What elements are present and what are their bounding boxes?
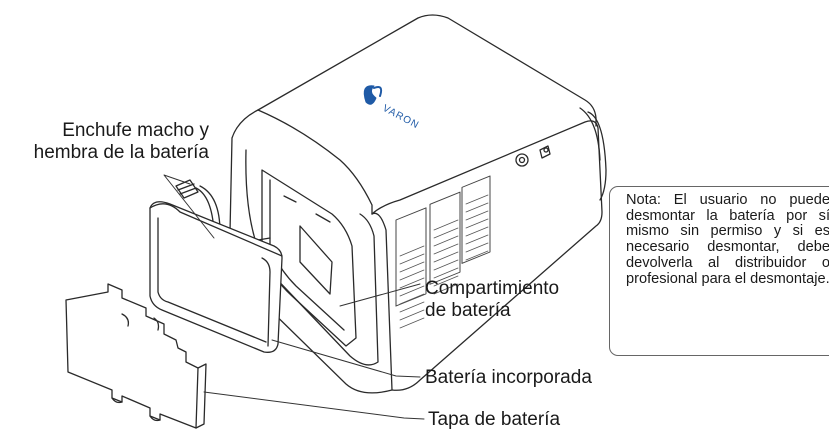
connector-label: Enchufe macho y hembra de la batería [0, 120, 209, 164]
compartment-label-line2: de batería [425, 300, 511, 321]
leader-compartment [339, 283, 421, 307]
leader-cover [203, 391, 425, 420]
device-housing [229, 14, 607, 394]
leader-lines [163, 174, 425, 420]
note-text: Nota: El usuario no puede desmontar la b… [626, 192, 829, 287]
connector-label-line1: Enchufe macho y [62, 120, 209, 141]
battery-label: Batería incorporada [425, 367, 592, 388]
compartment-label-line1: Compartimiento [425, 278, 560, 299]
battery-cover-plate [65, 283, 207, 429]
note-box: Nota: El usuario no puede desmontar la b… [609, 186, 829, 356]
battery-pack [149, 201, 283, 353]
cover-label: Tapa de batería [428, 409, 561, 430]
leader-connector [163, 174, 215, 239]
connector-label-line2: hembra de la batería [33, 142, 209, 163]
compartment-label: Compartimiento de batería [425, 278, 559, 322]
leader-battery [271, 339, 421, 378]
